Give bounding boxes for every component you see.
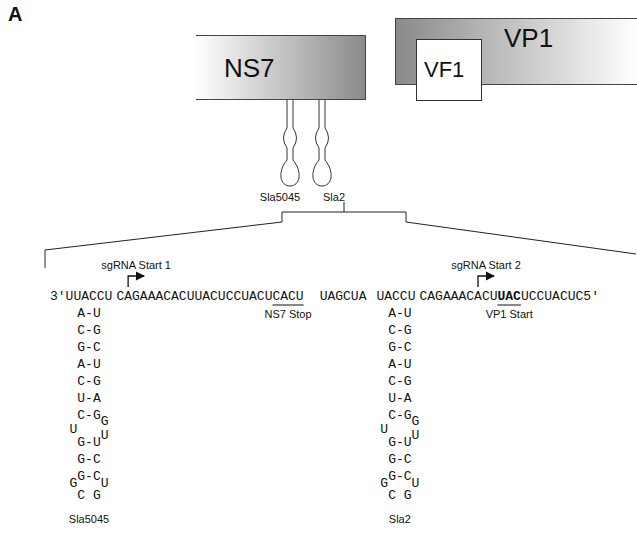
base-pair: G-C [388, 470, 411, 483]
rna-sequence: UUACCU [66, 290, 113, 303]
codon-label: VP1 Start [486, 309, 533, 320]
base-pair: C-G [388, 324, 411, 337]
start-arrow [478, 276, 494, 287]
base-pair: A-U [77, 307, 100, 320]
base-pair: G [412, 415, 420, 428]
base-pair: G-C [388, 341, 411, 354]
base-pair: C-G [388, 409, 411, 422]
base-pair: G [70, 477, 78, 490]
zoom-line [406, 222, 636, 254]
panel-letter: A [8, 4, 22, 24]
base-pair: A-U [388, 307, 411, 320]
stem-loop-name: Sla2 [389, 514, 411, 525]
stem-loop [281, 100, 299, 186]
base-pair: C-G [77, 324, 100, 337]
stem-loop [313, 100, 331, 186]
base-pair: G-U [388, 436, 411, 449]
protein-box: NS7 [196, 35, 366, 100]
protein-name: NS7 [224, 55, 275, 81]
base-pair: A-U [388, 358, 411, 371]
base-pair: U [101, 429, 109, 442]
start-arrow [128, 276, 144, 287]
base-pair: U [412, 477, 420, 490]
codon-label: NS7 Stop [265, 309, 312, 320]
rna-sequence: UACCU [376, 290, 415, 303]
base-pair: U-A [77, 392, 100, 405]
base-pair: G [101, 415, 109, 428]
codon-underline [272, 305, 303, 306]
base-pair: C G [77, 489, 100, 502]
base-pair: C G [388, 489, 411, 502]
protein-name: VF1 [424, 59, 464, 81]
rna-sequence: 5' [583, 290, 599, 303]
stem-loop-name: Sla2 [323, 192, 345, 203]
protein-box: VF1 [416, 39, 482, 101]
stem-loop-name: Sla5045 [260, 192, 300, 203]
base-pair: A-U [77, 358, 100, 371]
base-pair: G [380, 477, 388, 490]
protein-name: VP1 [504, 25, 553, 51]
stem-loop-name: Sla5045 [69, 514, 109, 525]
bracket [282, 202, 406, 222]
rna-sequence: 3' [50, 290, 66, 303]
rna-sequence: CAGAAACACU [419, 290, 497, 303]
base-pair: U [101, 477, 109, 490]
base-pair: C-G [77, 409, 100, 422]
base-pair: G-C [77, 470, 100, 483]
rna-sequence: UAC [498, 290, 521, 303]
start-site-label: sgRNA Start 1 [101, 260, 171, 271]
base-pair: C-G [388, 375, 411, 388]
base-pair: C-G [77, 375, 100, 388]
rna-sequence: CAGAAACACUUACUCCUACUCACU [116, 290, 303, 303]
base-pair: U [412, 429, 420, 442]
base-pair: G-C [388, 453, 411, 466]
base-pair: G-C [77, 341, 100, 354]
start-site-label: sgRNA Start 2 [451, 260, 521, 271]
base-pair: U-A [388, 392, 411, 405]
base-pair: U [70, 423, 78, 436]
rna-sequence: UAGCUA [320, 290, 367, 303]
protein-box: VP1VF1 [395, 18, 637, 85]
codon-underline [498, 305, 521, 306]
base-pair: G-C [77, 453, 100, 466]
base-pair: U [380, 423, 388, 436]
base-pair: G-U [77, 436, 100, 449]
rna-sequence: UCCUACUC [521, 290, 583, 303]
